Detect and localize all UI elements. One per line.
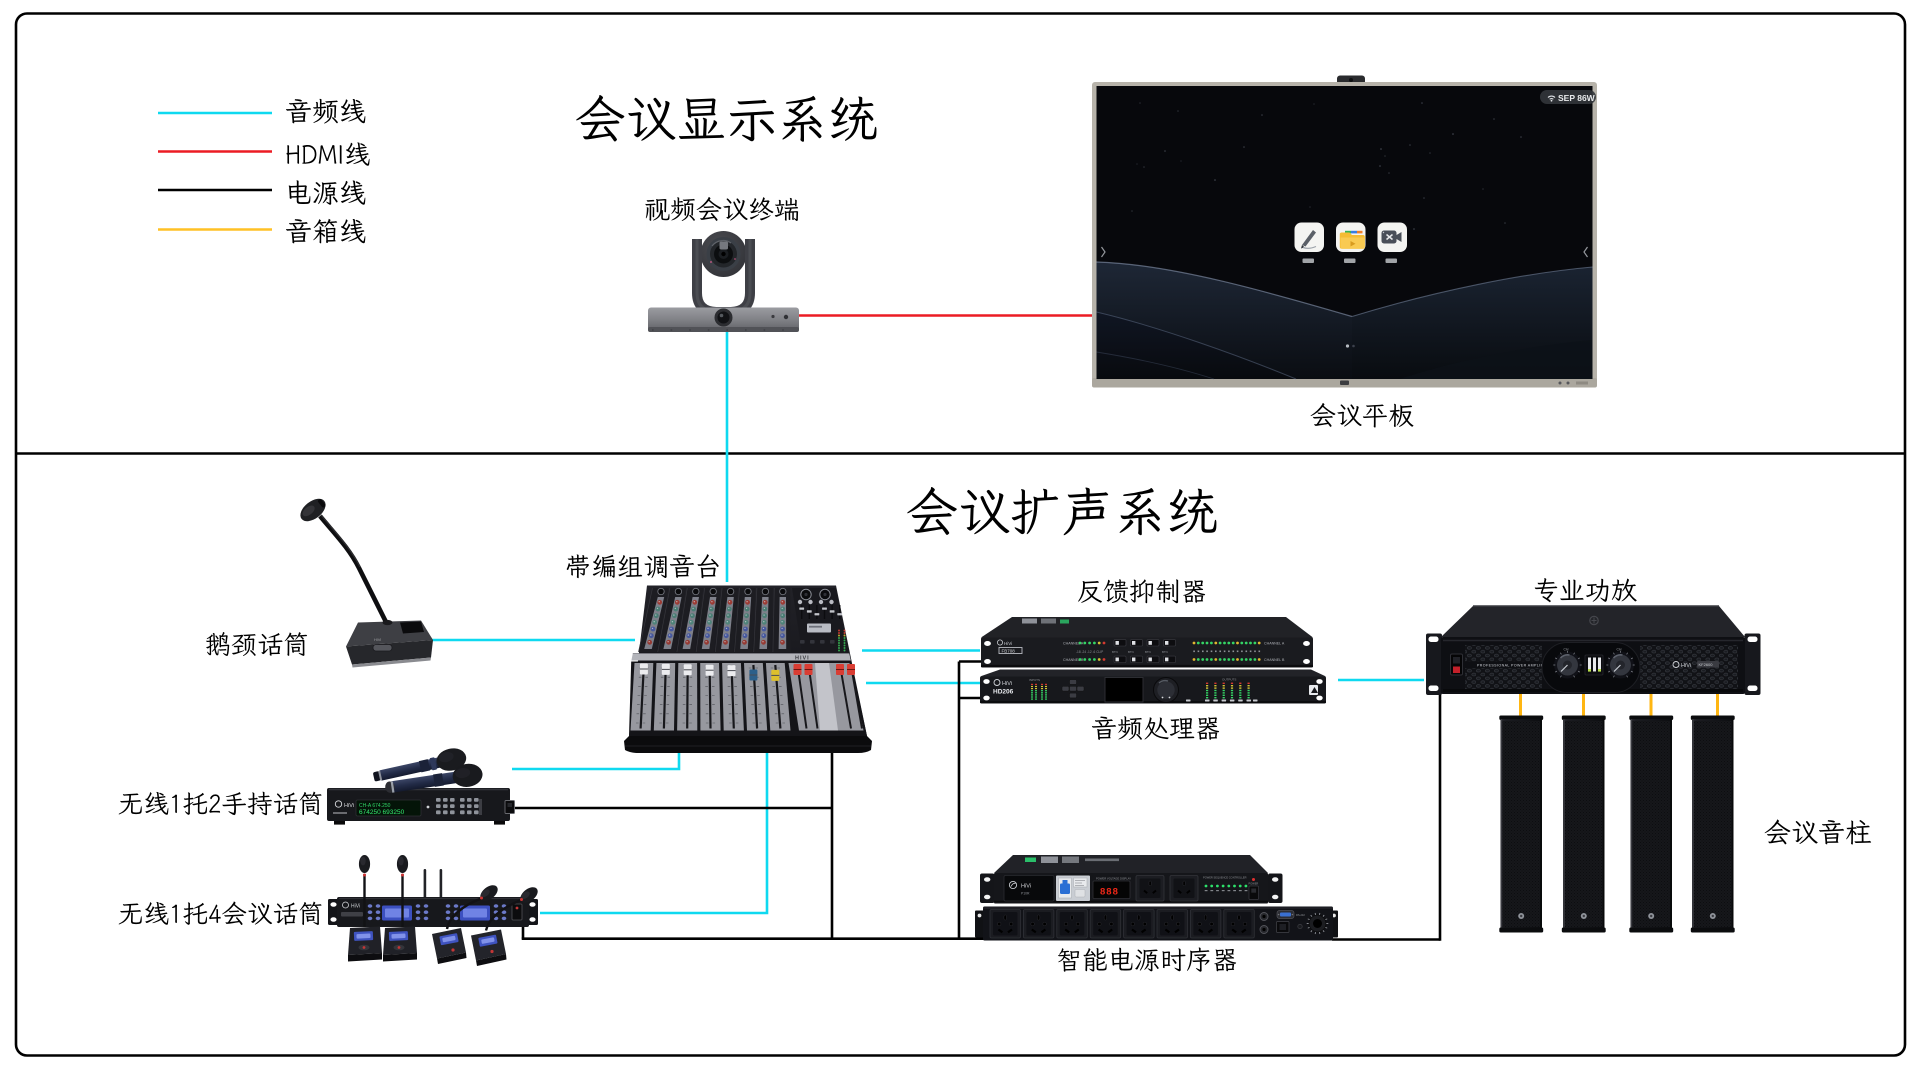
svg-text:HiVi: HiVi xyxy=(374,637,381,642)
svg-text:HiVi: HiVi xyxy=(1681,663,1691,669)
svg-text:HD206: HD206 xyxy=(993,689,1014,696)
svg-text:CH-A 674.250: CH-A 674.250 xyxy=(359,803,391,809)
svg-text:CHANNEL B: CHANNEL B xyxy=(1063,658,1084,662)
svg-text:POWER VOLTAGE DISPLAY: POWER VOLTAGE DISPLAY xyxy=(1096,877,1131,881)
svg-text:PROFESSIONAL POWER AMPLIFIER: PROFESSIONAL POWER AMPLIFIER xyxy=(1477,664,1550,668)
svg-text:SEP 86W: SEP 86W xyxy=(1558,93,1596,103)
svg-text:BTN: BTN xyxy=(1145,650,1151,654)
svg-text:INPUTS: INPUTS xyxy=(1029,678,1040,682)
svg-text:HiVi: HiVi xyxy=(1021,884,1031,890)
svg-text:CHANNEL B: CHANNEL B xyxy=(1264,658,1285,662)
svg-text:HiVi: HiVi xyxy=(1004,641,1012,646)
svg-text:OUTPUTS: OUTPUTS xyxy=(1222,678,1236,682)
svg-text:POWER SEQUENCE CONTROLLER: POWER SEQUENCE CONTROLLER xyxy=(1203,876,1247,880)
svg-text:HIVI: HIVI xyxy=(795,656,810,662)
svg-text:FB708: FB708 xyxy=(1002,649,1016,654)
svg-text:POWER: POWER xyxy=(1249,882,1259,886)
svg-text:HiVi: HiVi xyxy=(351,904,360,910)
svg-text:BTN: BTN xyxy=(1128,650,1134,654)
svg-text:CHANNEL A: CHANNEL A xyxy=(1063,642,1084,646)
svg-text:HiVi: HiVi xyxy=(344,803,354,809)
svg-text:CHANNEL A: CHANNEL A xyxy=(1264,642,1285,646)
svg-text:888: 888 xyxy=(1100,887,1119,898)
svg-text:RS-232: RS-232 xyxy=(1296,913,1305,917)
svg-text:BTN: BTN xyxy=(1112,650,1118,654)
svg-text:-18 -24 -12 -6 CLIP: -18 -24 -12 -6 CLIP xyxy=(1076,650,1103,654)
svg-text:BTN: BTN xyxy=(1162,650,1168,654)
svg-text:P10R: P10R xyxy=(1021,892,1030,896)
svg-text:HiVi: HiVi xyxy=(1002,681,1012,687)
svg-text:674250 693250: 674250 693250 xyxy=(359,809,405,816)
svg-text:CH: CH xyxy=(1564,648,1569,652)
svg-text:KF2600: KF2600 xyxy=(1699,662,1714,667)
svg-text:CH: CH xyxy=(1617,648,1622,652)
